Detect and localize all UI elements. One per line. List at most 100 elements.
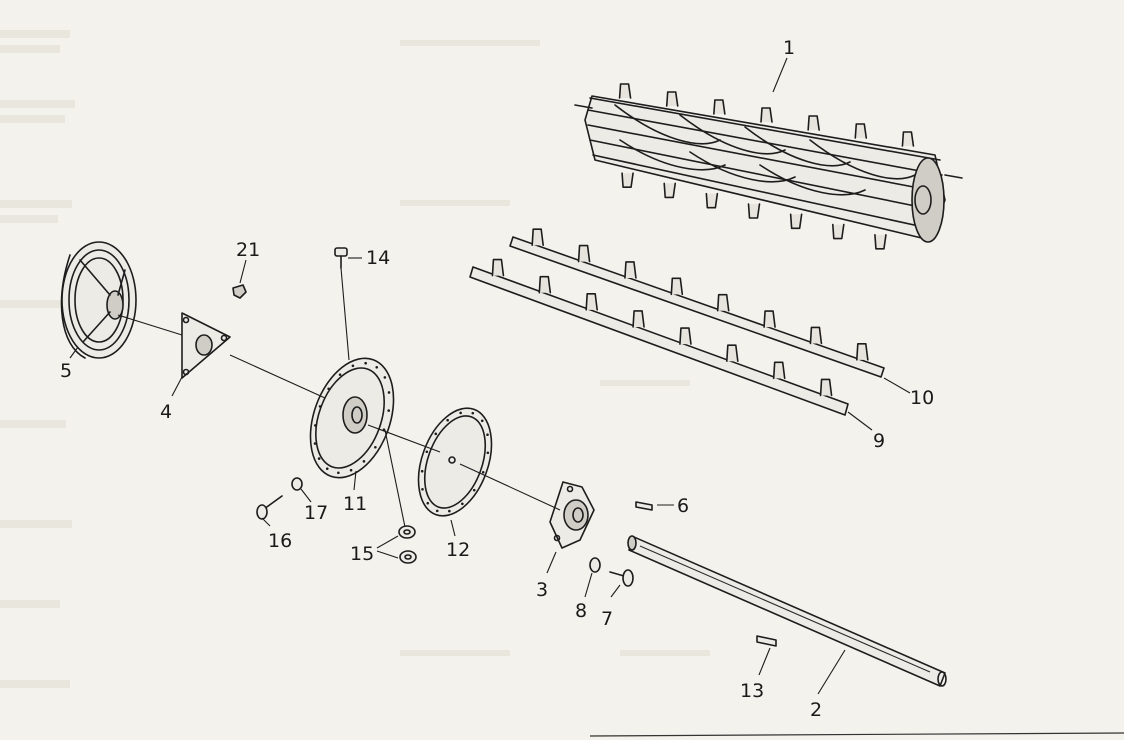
- bolt-hole: [387, 409, 390, 412]
- label-part-1: 1: [783, 37, 795, 59]
- bolt-hole: [486, 433, 489, 437]
- bolt-hole: [472, 488, 476, 492]
- label-part-3: 3: [536, 579, 548, 601]
- background-scan-texture: [0, 30, 710, 688]
- label-part-15: 15: [350, 543, 374, 565]
- bolt-hole: [471, 411, 475, 415]
- tine: [726, 344, 739, 362]
- shaft: [627, 535, 947, 687]
- bolt-hole: [314, 424, 317, 427]
- tine: [670, 277, 684, 296]
- ring-plate: [417, 407, 493, 517]
- label-part-17: 17: [304, 502, 328, 524]
- bolt-14: [334, 247, 348, 269]
- bolt-hole: [434, 432, 438, 436]
- bolt-hole: [486, 451, 490, 455]
- bearing-housing-right: [549, 481, 595, 549]
- bolt-hole: [318, 405, 322, 408]
- bolt-hole: [481, 470, 485, 474]
- tine: [632, 310, 645, 328]
- tine-bar-10: [509, 228, 885, 378]
- bottom-rule: [589, 732, 1124, 737]
- label-part-8: 8: [575, 600, 587, 622]
- tine: [856, 343, 869, 361]
- tine: [538, 275, 552, 294]
- reel-tine: [807, 115, 820, 131]
- bolt-hole: [325, 467, 329, 471]
- label-part-5: 5: [60, 360, 72, 382]
- bolt-16: [256, 495, 283, 520]
- bolt-hole: [420, 469, 424, 473]
- nuts-15: [398, 525, 417, 564]
- reel-tine: [789, 213, 803, 230]
- reel-tine: [874, 234, 887, 250]
- leader-lines: [69, 57, 911, 695]
- reel-tine: [713, 99, 726, 115]
- bolt-hole: [421, 487, 424, 491]
- bolt-hole: [337, 471, 340, 475]
- label-part-11: 11: [343, 493, 367, 515]
- tine: [491, 258, 505, 277]
- wheel: [60, 241, 137, 359]
- tine: [772, 361, 786, 380]
- label-part-10: 10: [910, 387, 934, 409]
- bolt-hole: [374, 445, 377, 449]
- label-part-7: 7: [601, 608, 613, 630]
- reel-tine: [854, 123, 868, 139]
- bolt-hole: [480, 419, 484, 423]
- bolt-hole: [387, 391, 391, 394]
- large-disk: [309, 357, 395, 479]
- reel-tine: [705, 192, 719, 209]
- reel-tine: [747, 203, 761, 219]
- label-part-12: 12: [446, 539, 470, 561]
- label-part-14: 14: [366, 247, 390, 269]
- reel-tine: [831, 223, 845, 240]
- reel-tine: [901, 131, 915, 147]
- tine: [624, 261, 637, 279]
- tine: [819, 378, 833, 397]
- tine: [679, 327, 692, 345]
- label-part-2: 2: [810, 699, 822, 721]
- label-part-6: 6: [677, 495, 689, 517]
- tine-bar-9: [469, 258, 849, 416]
- tine: [809, 326, 823, 345]
- bolt-7: [609, 569, 634, 587]
- bolt-hole: [338, 373, 342, 376]
- label-part-4: 4: [160, 401, 172, 423]
- bolt-hole: [459, 411, 462, 415]
- tine: [531, 228, 544, 246]
- reel-cylinder: [574, 83, 963, 250]
- label-part-13: 13: [740, 680, 764, 702]
- bolt-hole: [461, 502, 464, 506]
- part-labels: 1 2 3 4 5 6 7 8 9 10 11 12 13 14 15 16 1…: [60, 37, 934, 721]
- label-part-21: 21: [236, 239, 260, 261]
- washer-17: [291, 477, 303, 491]
- bolt-hole: [349, 468, 353, 472]
- reel-tine: [618, 83, 632, 99]
- bolt-hole: [317, 457, 321, 460]
- label-part-9: 9: [873, 430, 885, 452]
- bolt-hole: [364, 361, 367, 365]
- tine: [716, 293, 730, 312]
- label-part-16: 16: [268, 530, 292, 552]
- bolt-hole: [375, 365, 379, 369]
- tine: [577, 244, 591, 263]
- bolt-hole: [383, 376, 387, 379]
- washer-8: [589, 557, 601, 573]
- tine: [763, 310, 776, 328]
- bolt-hole: [426, 501, 430, 505]
- tine: [585, 293, 598, 311]
- bolt-hole: [425, 450, 429, 454]
- reel-tine: [665, 91, 679, 107]
- reel-tine: [621, 172, 634, 188]
- bolt-hole: [448, 509, 451, 513]
- key-6: [635, 501, 653, 511]
- bolt-hole: [313, 442, 317, 445]
- reel-tine: [760, 107, 773, 123]
- bolt-hole: [351, 364, 355, 368]
- key-13: [756, 635, 777, 647]
- bolt-hole: [362, 460, 366, 463]
- bearing-plate-left: [181, 312, 231, 379]
- assembly-lines: [117, 267, 561, 528]
